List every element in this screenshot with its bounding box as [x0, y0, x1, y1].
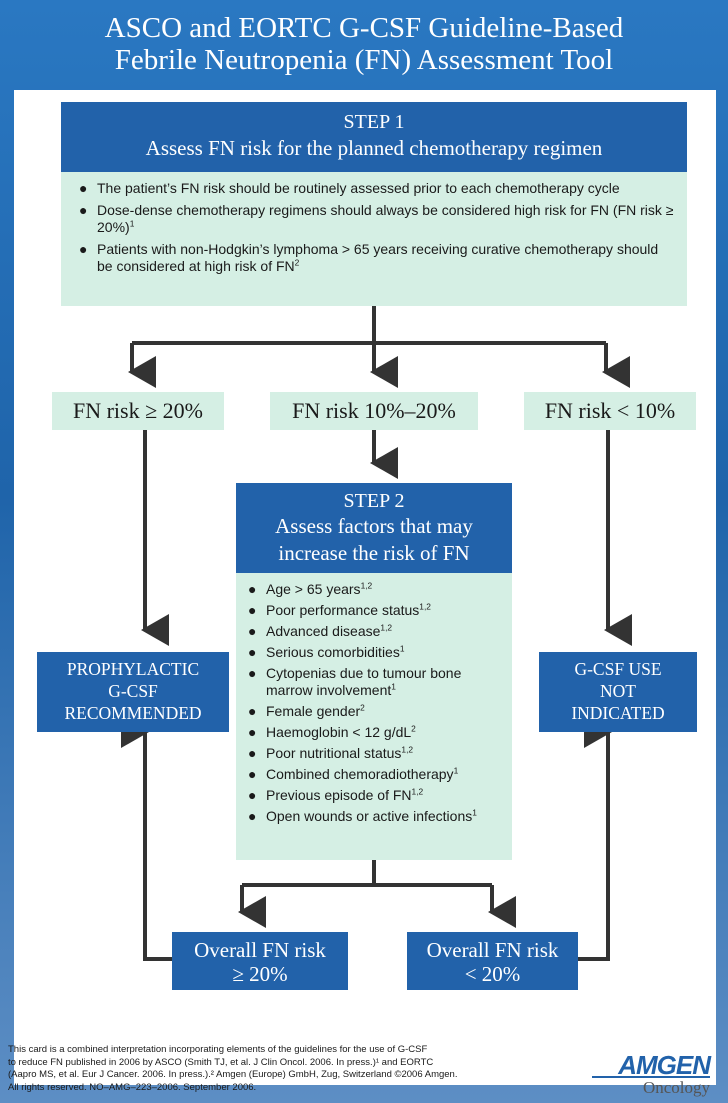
- step1-subheading: Assess FN risk for the planned chemother…: [145, 136, 603, 160]
- risk-mid-box: FN risk 10%–20%: [270, 392, 478, 430]
- risk-factor-item: ● Poor performance status1,2: [244, 602, 506, 619]
- step1-bullet: ● The patient’s FN risk should be routin…: [75, 180, 675, 197]
- risk-factor-ref: 1,2: [401, 744, 414, 755]
- oncology-label: Oncology: [642, 1078, 710, 1097]
- risk-factor-ref: 2: [360, 702, 365, 713]
- risk-factor-item: ● Age > 65 years1,2: [244, 581, 506, 598]
- footer-line: All rights reserved. NO–AMG–223–2006. Se…: [8, 1081, 257, 1093]
- outcome-right-line-2: NOT: [600, 681, 636, 701]
- bullet-dot: ●: [79, 202, 88, 218]
- risk-factor-text: Female gender: [266, 703, 361, 719]
- risk-factor-text: Advanced disease: [266, 623, 381, 639]
- step2-subheading-line-1: Assess factors that may: [275, 514, 473, 538]
- bullet-dot: ●: [248, 623, 257, 639]
- risk-factor-ref: 2: [411, 723, 416, 734]
- bullet-dot: ●: [79, 241, 88, 257]
- risk-factor-item: ● Poor nutritional status1,2: [244, 745, 506, 762]
- page-title: ASCO and EORTC G-CSF Guideline-Based Feb…: [12, 12, 716, 76]
- step2-header: STEP 2 Assess factors that may increase …: [236, 483, 512, 573]
- risk-factor-item: ● Advanced disease1,2: [244, 623, 506, 640]
- risk-factor-ref: 1,2: [360, 580, 373, 591]
- bullet-dot: ●: [248, 644, 257, 660]
- step2-heading: STEP 2: [343, 490, 405, 512]
- bullet-dot: ●: [248, 787, 257, 803]
- overall-low-line-1: Overall FN risk: [426, 938, 559, 962]
- step1-bullet-ref: 2: [294, 257, 300, 268]
- prophylactic-gcsf-recommended-box: PROPHYLACTIC G-CSF RECOMMENDED: [37, 652, 229, 732]
- bullet-dot: ●: [79, 180, 88, 196]
- footer-disclaimer: This card is a combined interpretation i…: [8, 1044, 568, 1094]
- bullet-dot: ●: [248, 745, 257, 761]
- overall-high-line-1: Overall FN risk: [194, 938, 326, 962]
- amgen-logo: AMGEN: [618, 1050, 711, 1080]
- outcome-left-line-3: RECOMMENDED: [64, 703, 202, 723]
- step1-heading: STEP 1: [343, 111, 405, 133]
- risk-factor-ref: 1: [472, 807, 477, 818]
- risk-factor-ref: 1: [453, 765, 459, 776]
- step2-body: ●Age > 65 years1,2●Poor performance stat…: [236, 573, 512, 860]
- risk-factor-item: ● Haemoglobin < 12 g/dL2: [244, 724, 506, 741]
- risk-factor-ref: 1,2: [380, 622, 393, 633]
- outcome-right-line-1: G-CSF USE: [574, 659, 662, 679]
- risk-low-box: FN risk < 10%: [524, 392, 696, 430]
- risk-factor-item: ● Serious comorbidities1: [244, 644, 506, 661]
- arrow-overall-high-to-prophylactic: [121, 716, 172, 961]
- step2-subheading-line-2: increase the risk of FN: [278, 541, 470, 565]
- step1-bullet-list: ● The patient’s FN risk should be routin…: [75, 180, 675, 275]
- risk-factor-item: ● Cytopenias due to tumour bone marrow in…: [244, 665, 506, 699]
- logo-divider: [592, 1076, 710, 1078]
- bullet-dot: ●: [248, 665, 257, 681]
- risk-factor-text: Poor nutritional status: [266, 745, 402, 761]
- risk-factor-text: Serious comorbidities: [266, 644, 400, 660]
- risk-factor-text: Cytopenias due to tumour bone marrow inv…: [266, 665, 462, 698]
- outcome-left-line-1: PROPHYLACTIC: [66, 659, 200, 679]
- step1-bullet-text: Patients with non-Hodgkin’s lymphoma > 6…: [97, 241, 659, 274]
- risk-factor-item: ● Female gender2: [244, 703, 506, 720]
- flowchart-card: STEP 1 Assess FN risk for the planned ch…: [14, 90, 716, 1085]
- bullet-dot: ●: [248, 703, 257, 719]
- risk-factor-ref: 1,2: [411, 786, 424, 797]
- connector-arrows: [121, 306, 632, 961]
- outcome-right-line-3: INDICATED: [571, 703, 665, 723]
- risk-factor-text: Poor performance status: [266, 602, 420, 618]
- overall-risk-low-box: Overall FN risk < 20%: [407, 932, 578, 990]
- step1-bullet: ● Dose-dense chemotherapy regimens shoul…: [75, 202, 675, 236]
- overall-low-line-2: < 20%: [464, 962, 521, 986]
- footer-line: (Aapro MS, et al. Eur J Cancer. 2006. In…: [8, 1069, 458, 1080]
- risk-factor-ref: 1: [391, 681, 396, 692]
- risk-factor-ref: 1: [399, 643, 405, 654]
- risk-high-box: FN risk ≥ 20%: [52, 392, 224, 430]
- bullet-dot: ●: [248, 602, 257, 618]
- risk-factor-item: ● Previous episode of FN1,2: [244, 787, 506, 804]
- risk-factor-text: Age > 65 years: [266, 581, 361, 597]
- step1-bullet-ref: 1: [129, 218, 135, 229]
- risk-factor-text: Previous episode of FN: [266, 787, 412, 803]
- risk-factor-item: ● Open wounds or active infections1: [244, 808, 506, 825]
- risk-factor-text: Open wounds or active infections: [266, 808, 473, 824]
- step1-header: STEP 1 Assess FN risk for the planned ch…: [61, 102, 687, 172]
- footer-line: This card is a combined interpretation i…: [8, 1044, 428, 1055]
- risk-factor-text: Combined chemoradiotherapy: [266, 766, 454, 782]
- overall-high-line-2: ≥ 20%: [232, 962, 288, 986]
- step1-body: ● The patient’s FN risk should be routin…: [61, 172, 687, 306]
- step1-bullet: ● Patients with non-Hodgkin’s lymphoma >…: [75, 241, 675, 275]
- risk-factor-text: Haemoglobin < 12 g/dL: [266, 724, 412, 740]
- outcome-left-line-2: G-CSF: [108, 681, 158, 701]
- bullet-dot: ●: [248, 808, 257, 824]
- step1-bullet-text: The patient’s FN risk should be routinel…: [97, 180, 620, 196]
- bullet-dot: ●: [248, 766, 257, 782]
- overall-risk-high-box: Overall FN risk ≥ 20%: [172, 932, 348, 990]
- bullet-dot: ●: [248, 581, 257, 597]
- risk-factor-item: ● Combined chemoradiotherapy1: [244, 766, 506, 783]
- risk-factor-ref: 1,2: [419, 601, 431, 612]
- footer-line: to reduce FN published in 2006 by ASCO (…: [8, 1056, 434, 1068]
- risk-factor-list: ●Age > 65 years1,2●Poor performance stat…: [244, 581, 506, 825]
- title-line-2: Febrile Neutropenia (FN) Assessment Tool: [114, 44, 614, 76]
- arrow-overall-low-to-not-indicated: [578, 716, 612, 961]
- gcsf-not-indicated-box: G-CSF USE NOT INDICATED: [539, 652, 697, 732]
- step1-bullet-text: Dose-dense chemotherapy regimens should …: [97, 202, 674, 235]
- title-line-1: ASCO and EORTC G-CSF Guideline-Based: [104, 12, 624, 44]
- bullet-dot: ●: [248, 724, 257, 740]
